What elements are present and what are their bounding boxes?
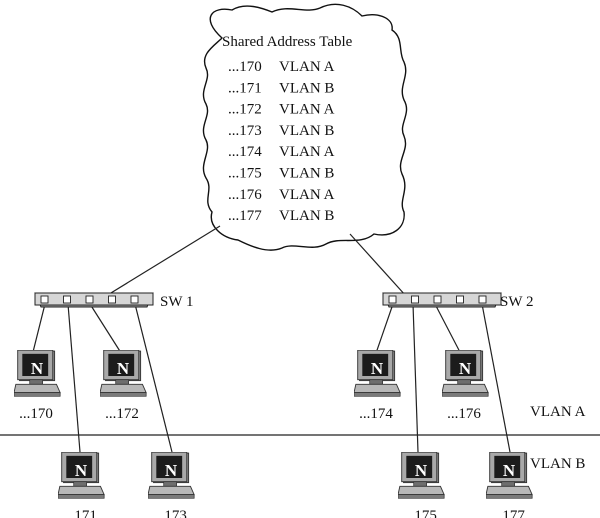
address-entry: ...171 [228,80,262,96]
uplink-sw1 [105,225,221,297]
computer-label: ...173 [153,508,187,518]
vlan-entry: VLAN A [279,144,335,160]
computer-176: N ...176 [442,350,489,422]
switch-port [108,295,116,304]
computer-label: ...170 [19,406,53,422]
vlan-b-label: VLAN B [530,456,585,472]
computer-175: N ...175 [398,452,445,518]
vlan-entry: VLAN A [279,187,335,203]
switch-icon [34,292,154,308]
switch-port [85,295,94,304]
cloud-icon [202,3,408,251]
address-table-title: Shared Address Table [222,34,353,50]
address-entry: ...172 [228,102,262,118]
computer-173: N ...173 [148,452,195,518]
switch-label: SW 2 [500,294,533,310]
switch-label: SW 1 [160,294,193,310]
computer-label: ...176 [447,406,481,422]
workstation-icon: N [354,350,401,397]
switch-icon [382,292,502,308]
computer-label: ...174 [359,406,393,422]
workstation-icon: N [486,452,533,499]
switch-1: SW 1 [34,292,193,310]
uplink-sw2 [349,233,407,297]
computer-177: N ...177 [486,452,533,518]
monitor-logo: N [371,359,384,378]
computer-label: ...171 [63,508,97,518]
monitor-logo: N [415,461,428,480]
computer-172: N ...172 [100,350,147,422]
monitor-logo: N [459,359,472,378]
vlan-entry: VLAN A [279,59,335,75]
vlan-entry: VLAN B [279,166,334,182]
workstation-icon: N [58,452,105,499]
switch-port [388,295,397,304]
monitor-logo: N [503,461,516,480]
monitor-logo: N [117,359,130,378]
computer-label: ...175 [403,508,437,518]
switch-port [411,295,419,304]
vlan-a-label: VLAN A [530,404,586,420]
computer-label: ...172 [105,406,139,422]
cables [31,303,511,453]
address-entry: ...174 [228,144,262,160]
vlan-entry: VLAN A [279,102,335,118]
computer-174: N ...174 [354,350,401,422]
address-entry: ...175 [228,166,262,182]
address-entry: ...176 [228,187,262,203]
switch-port [40,295,49,304]
vlan-entry: VLAN B [279,80,334,96]
workstation-icon: N [148,452,195,499]
switch-port [456,295,464,304]
switch-2: SW 2 [382,292,533,310]
switch-port [63,295,71,304]
computer-171: N ...171 [58,452,105,518]
computer-label: ...177 [491,508,525,518]
address-entry: ...170 [228,59,262,75]
switch-port [478,295,487,304]
workstation-icon: N [442,350,489,397]
switch-port [130,295,139,304]
workstation-icon: N [398,452,445,499]
monitor-logo: N [75,461,88,480]
vlan-entry: VLAN B [279,208,334,224]
workstation-icon: N [100,350,147,397]
monitor-logo: N [165,461,178,480]
workstation-icon: N [14,350,61,397]
monitor-logo: N [31,359,44,378]
vlan-entry: VLAN B [279,123,334,139]
address-entry: ...173 [228,123,262,139]
address-entry: ...177 [228,208,262,224]
switch-port [433,295,442,304]
computer-170: N ...170 [14,350,61,422]
